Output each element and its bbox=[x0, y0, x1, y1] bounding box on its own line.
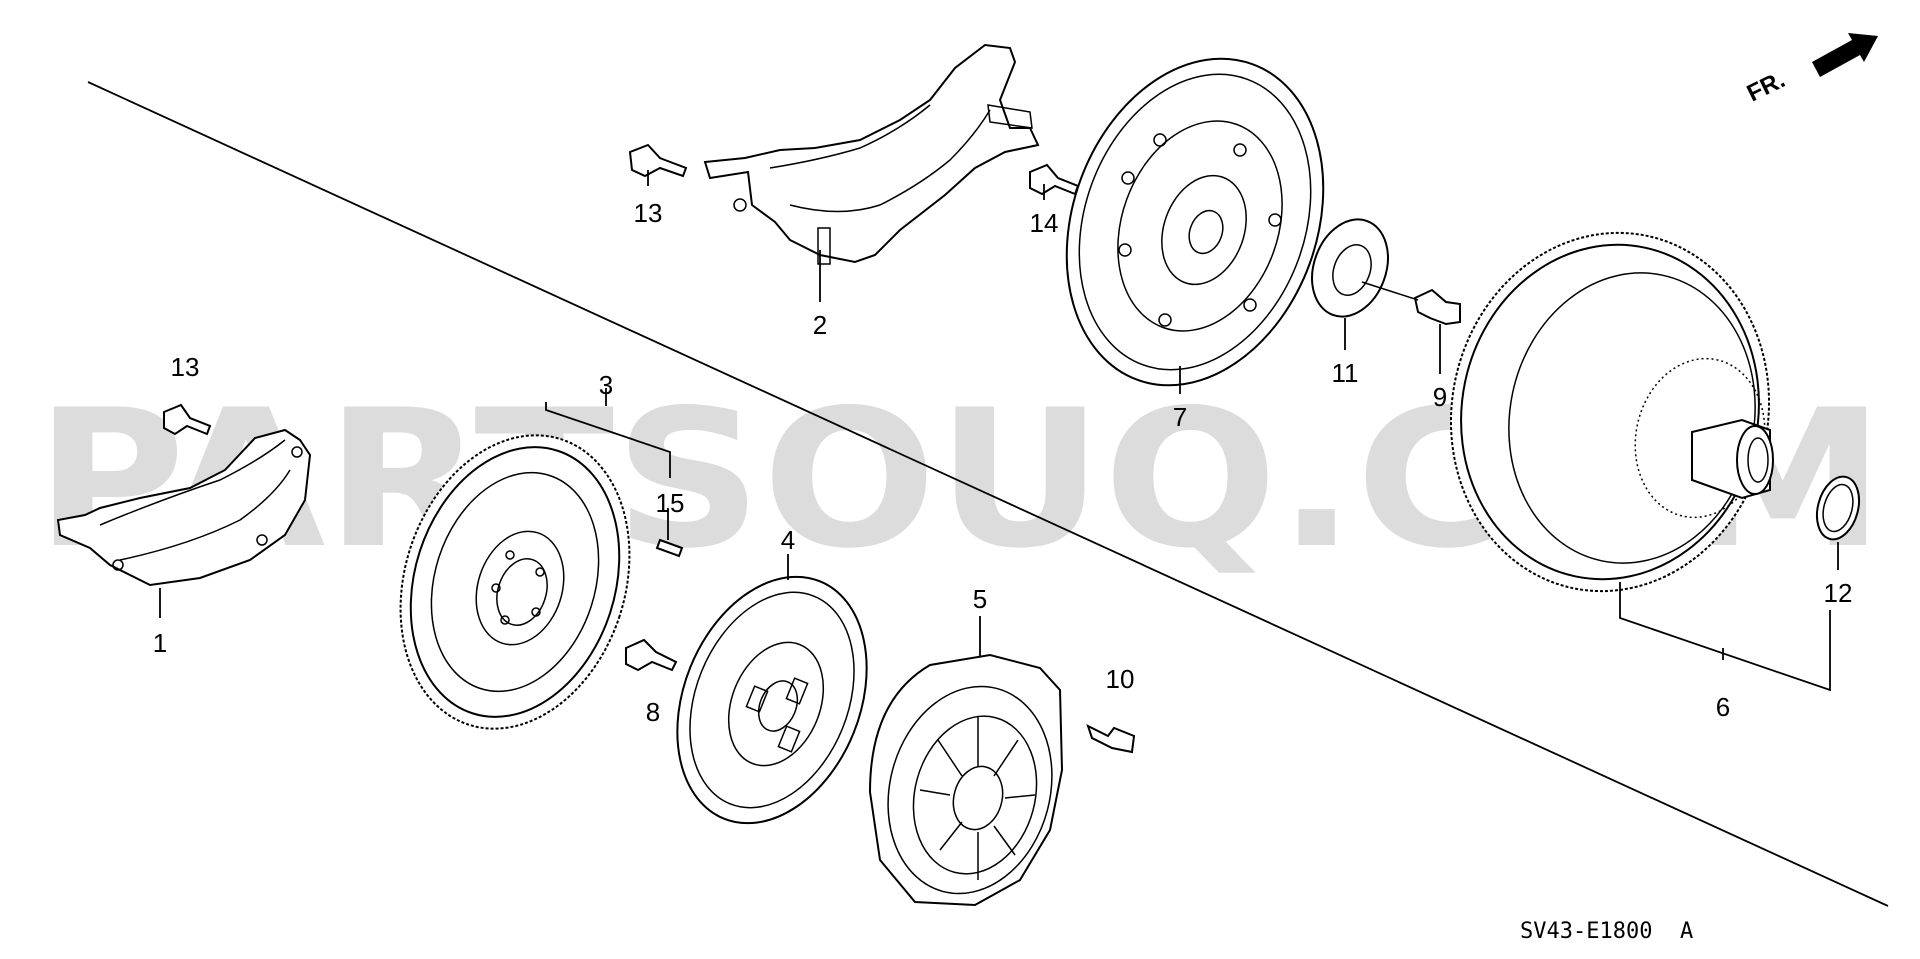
callout-14: 14 bbox=[1030, 208, 1059, 238]
torque-converter-part-6[interactable] bbox=[1418, 203, 1802, 621]
callout-4: 4 bbox=[781, 525, 795, 555]
bolt-part-8[interactable] bbox=[625, 638, 678, 672]
o-ring-part-12[interactable] bbox=[1810, 472, 1865, 544]
front-arrow-icon: FR. bbox=[1743, 33, 1878, 107]
upper-cover-part-2[interactable] bbox=[703, 43, 1040, 265]
callout-5: 5 bbox=[973, 584, 987, 614]
diagram-code-suffix: A bbox=[1680, 919, 1693, 944]
callout-8: 8 bbox=[646, 697, 660, 727]
front-indicator-label: FR. bbox=[1743, 66, 1790, 107]
callout-13-lower: 13 bbox=[171, 352, 200, 382]
clutch-disc-part-4[interactable] bbox=[642, 548, 901, 851]
bolt-part-10[interactable] bbox=[1086, 724, 1136, 754]
callout-9: 9 bbox=[1433, 382, 1447, 412]
flywheel-part-3[interactable] bbox=[364, 405, 666, 758]
bolt-part-13-upper[interactable] bbox=[628, 143, 688, 178]
shim-plate-part-11[interactable] bbox=[1299, 209, 1401, 328]
dowel-pin-part-15[interactable] bbox=[655, 538, 684, 558]
drive-plate-part-7[interactable] bbox=[1023, 22, 1367, 421]
callout-10: 10 bbox=[1106, 664, 1135, 694]
callout-15: 15 bbox=[656, 488, 685, 518]
callout-12: 12 bbox=[1824, 578, 1853, 608]
pressure-plate-part-5[interactable] bbox=[866, 653, 1075, 912]
callout-6: 6 bbox=[1716, 692, 1730, 722]
bolt-part-13-lower[interactable] bbox=[163, 403, 212, 436]
callout-3: 3 bbox=[599, 370, 613, 400]
callout-13-upper: 13 bbox=[634, 198, 663, 228]
callout-11: 11 bbox=[1332, 358, 1359, 388]
callout-7: 7 bbox=[1173, 402, 1187, 432]
lower-cover-part-1[interactable] bbox=[56, 428, 312, 587]
callout-1: 1 bbox=[153, 628, 167, 658]
bolt-part-14[interactable] bbox=[1029, 163, 1080, 196]
diagram-code: SV43-E1800 bbox=[1520, 919, 1652, 944]
bolt-part-9[interactable] bbox=[1361, 281, 1461, 326]
leader-lines bbox=[159, 170, 1839, 692]
callout-2: 2 bbox=[813, 310, 827, 340]
separator-line bbox=[87, 81, 1889, 907]
